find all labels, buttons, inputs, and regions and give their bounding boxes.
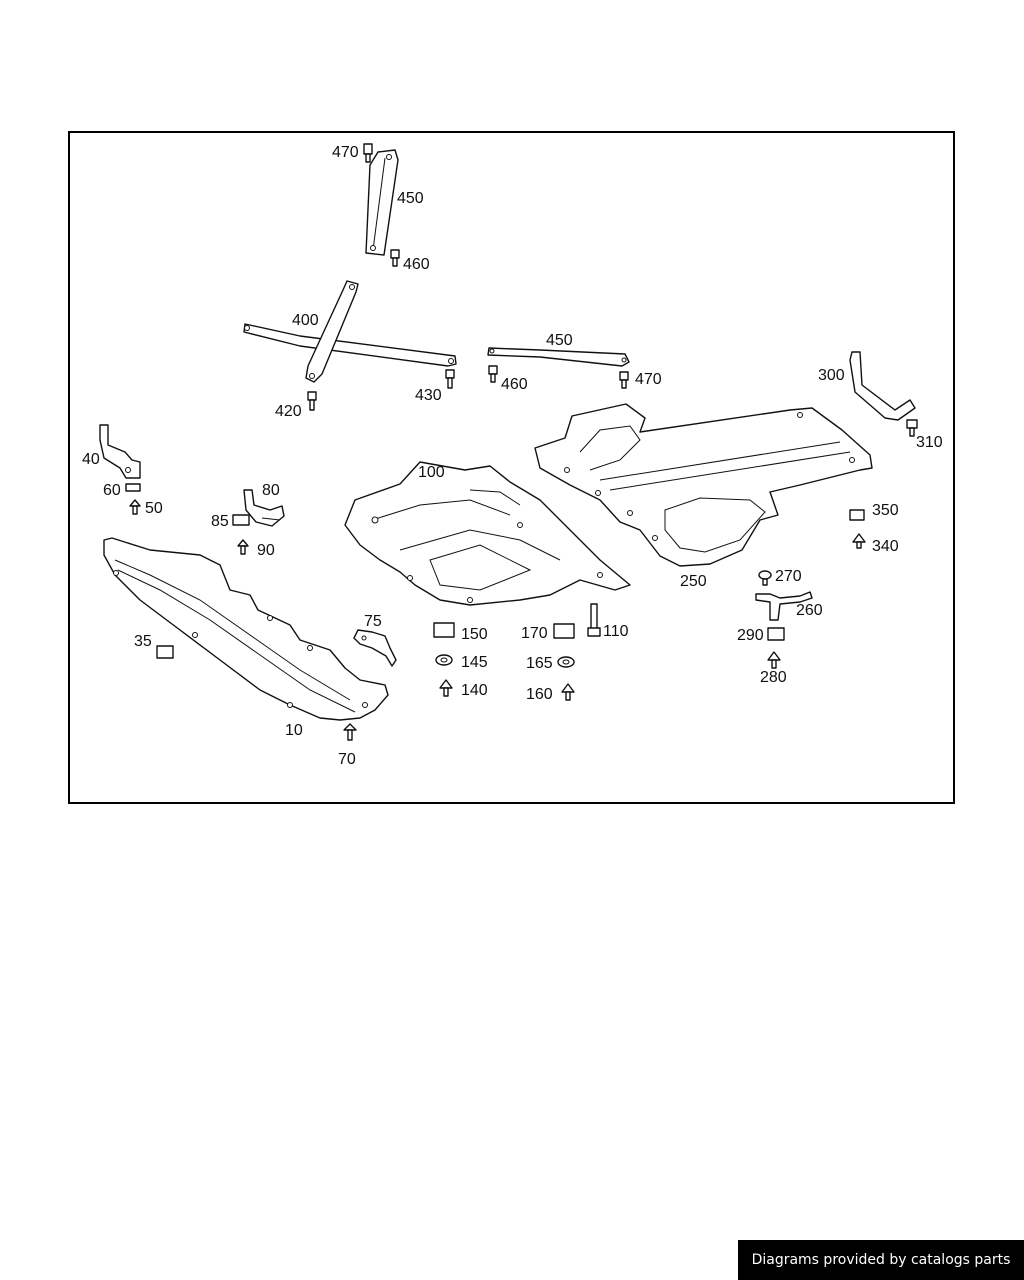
label-150: 150 bbox=[461, 626, 488, 643]
label-170: 170 bbox=[521, 625, 548, 642]
part-100-center-underbody-panel[interactable] bbox=[344, 461, 631, 606]
label-160: 160 bbox=[526, 686, 553, 703]
bolt-470-mid[interactable] bbox=[619, 371, 629, 389]
label-100: 100 bbox=[418, 464, 445, 481]
label-60: 60 bbox=[103, 482, 121, 499]
bolt-110[interactable] bbox=[587, 603, 601, 637]
label-340: 340 bbox=[872, 538, 899, 555]
label-145: 145 bbox=[461, 654, 488, 671]
label-75: 75 bbox=[364, 613, 382, 630]
label-470-top: 470 bbox=[332, 144, 359, 161]
label-450-top: 450 bbox=[397, 190, 424, 207]
label-460-top: 460 bbox=[403, 256, 430, 273]
screw-280[interactable] bbox=[767, 651, 781, 669]
label-280: 280 bbox=[760, 669, 787, 686]
part-400-cross-brace[interactable] bbox=[243, 280, 457, 383]
label-430: 430 bbox=[415, 387, 442, 404]
label-85: 85 bbox=[211, 513, 229, 530]
label-250: 250 bbox=[680, 573, 707, 590]
label-140: 140 bbox=[461, 682, 488, 699]
label-10: 10 bbox=[285, 722, 303, 739]
label-40: 40 bbox=[82, 451, 100, 468]
bolt-420[interactable] bbox=[307, 391, 317, 411]
part-450-vertical-strut[interactable] bbox=[365, 149, 399, 256]
part-40-bracket[interactable] bbox=[99, 424, 141, 479]
label-310: 310 bbox=[916, 434, 943, 451]
bolt-460-mid[interactable] bbox=[488, 365, 498, 383]
clip-35[interactable] bbox=[156, 645, 174, 659]
screw-270[interactable] bbox=[758, 570, 772, 586]
label-270: 270 bbox=[775, 568, 802, 585]
diagram-frame bbox=[68, 131, 955, 804]
label-460-mid: 460 bbox=[501, 376, 528, 393]
part-450-horizontal-strut[interactable] bbox=[487, 347, 630, 367]
label-290: 290 bbox=[737, 627, 764, 644]
label-470-mid: 470 bbox=[635, 371, 662, 388]
clip-60[interactable] bbox=[125, 483, 141, 492]
washer-165[interactable] bbox=[557, 656, 575, 668]
bolt-310[interactable] bbox=[906, 419, 918, 437]
bolt-460-top[interactable] bbox=[390, 249, 400, 267]
parts-diagram: 470 450 460 400 420 430 450 460 470 300 … bbox=[82, 143, 943, 768]
label-110: 110 bbox=[603, 623, 629, 640]
clip-290[interactable] bbox=[767, 627, 785, 641]
label-260: 260 bbox=[796, 602, 823, 619]
label-400: 400 bbox=[292, 312, 319, 329]
label-50: 50 bbox=[145, 500, 163, 517]
part-10-front-underbody-panel[interactable] bbox=[103, 537, 389, 721]
label-300: 300 bbox=[818, 367, 845, 384]
label-420: 420 bbox=[275, 403, 302, 420]
screw-50[interactable] bbox=[129, 499, 141, 515]
label-90: 90 bbox=[257, 542, 275, 559]
part-75-bracket[interactable] bbox=[353, 629, 397, 667]
screw-90[interactable] bbox=[237, 539, 249, 555]
bolt-470-top[interactable] bbox=[363, 143, 373, 163]
label-35: 35 bbox=[134, 633, 152, 650]
clip-350[interactable] bbox=[849, 509, 865, 521]
screw-70[interactable] bbox=[343, 723, 357, 741]
label-450-mid: 450 bbox=[546, 332, 573, 349]
part-250-rear-underbody-panel[interactable] bbox=[534, 403, 873, 567]
part-300-bracket[interactable] bbox=[849, 351, 916, 421]
label-80: 80 bbox=[262, 482, 280, 499]
credit-banner: Diagrams provided by catalogs parts bbox=[738, 1240, 1024, 1280]
washer-145[interactable] bbox=[435, 654, 453, 666]
nut-340[interactable] bbox=[852, 533, 866, 549]
label-165: 165 bbox=[526, 655, 553, 672]
clip-170[interactable] bbox=[553, 623, 575, 639]
screw-140[interactable] bbox=[439, 679, 453, 697]
part-260-bracket[interactable] bbox=[755, 591, 813, 621]
bolt-430[interactable] bbox=[445, 369, 455, 389]
label-70: 70 bbox=[338, 751, 356, 768]
clip-150[interactable] bbox=[433, 622, 455, 638]
clip-85[interactable] bbox=[232, 514, 250, 526]
label-350: 350 bbox=[872, 502, 899, 519]
screw-160[interactable] bbox=[561, 683, 575, 701]
part-80-bracket[interactable] bbox=[243, 489, 285, 527]
